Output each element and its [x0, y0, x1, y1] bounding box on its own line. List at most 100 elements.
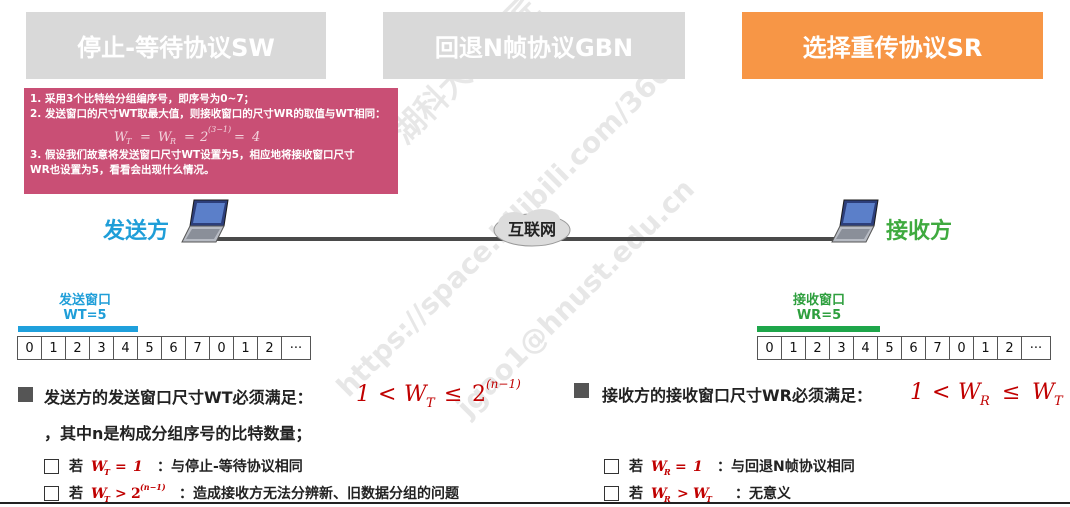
svg-text:W: W: [91, 486, 108, 502]
sequence-cell: 7: [925, 336, 950, 360]
tab-sw[interactable]: 停止-等待协议SW: [26, 12, 326, 79]
sequence-cell: 2: [997, 336, 1022, 360]
svg-text:=: =: [184, 130, 195, 145]
check-suffix: ：造成接收方无法分辨新、旧数据分组的问题: [179, 486, 459, 502]
sender-label: 发送方: [103, 219, 170, 244]
check-suffix: ：与停止-等待协议相同: [157, 459, 303, 475]
svg-text:T: T: [126, 137, 132, 146]
svg-text:=: =: [140, 130, 151, 145]
svg-text:=: =: [115, 459, 127, 475]
sequence-cell: 0: [949, 336, 974, 360]
sequence-cell: 2: [65, 336, 90, 360]
svg-text:W: W: [651, 486, 668, 502]
sequence-cell: 1: [973, 336, 998, 360]
svg-text:W: W: [651, 459, 668, 475]
svg-text:2: 2: [199, 130, 208, 145]
svg-text:>: >: [115, 486, 127, 502]
check-suffix: ：与回退N帧协议相同: [717, 459, 855, 475]
svg-text:(n−1): (n−1): [486, 377, 521, 391]
sequence-cell: 1: [781, 336, 806, 360]
svg-text:≤: ≤: [444, 382, 462, 407]
sequence-cell: 4: [853, 336, 878, 360]
svg-text:T: T: [104, 467, 111, 477]
info-line-2: 2. 发送窗口的尺寸WT取最大值，则接收窗口的尺寸WR的取值与WT相同：: [30, 108, 386, 120]
svg-text:1: 1: [356, 382, 370, 407]
svg-text:W: W: [958, 380, 983, 405]
sequence-cell: 5: [877, 336, 902, 360]
tab-sr[interactable]: 选择重传协议SR: [742, 12, 1043, 79]
receiver-check-2: 若 W R > W T ：无意义: [604, 482, 791, 504]
check-formula-wt-eq-1: W T = 1: [91, 459, 143, 477]
svg-text:>: >: [677, 486, 689, 502]
sequence-cell: 1: [41, 336, 66, 360]
tab-gbn[interactable]: 回退N帧协议GBN: [383, 12, 685, 79]
svg-text:W: W: [158, 130, 173, 145]
info-line-3b: WR也设置为5，看看会出现什么情况。: [30, 164, 215, 176]
svg-text:2: 2: [472, 382, 486, 407]
check-formula-wr-eq-1: W R = 1: [651, 459, 703, 477]
sender-condition-note: ，其中n是构成分组序号的比特数量；: [44, 424, 312, 443]
info-formula: W T = W R = 2 (3−1) = 4: [30, 122, 392, 148]
sender-laptop-icon: [181, 199, 229, 243]
svg-text:1: 1: [910, 380, 924, 405]
checkbox-icon[interactable]: [604, 458, 619, 474]
check-prefix: 若: [629, 459, 643, 475]
sequence-cell: 5: [137, 336, 162, 360]
send-window-title: 发送窗口: [58, 293, 111, 308]
svg-text:<: <: [932, 380, 950, 405]
svg-text:(n−1): (n−1): [140, 482, 166, 492]
check-formula-wr-gt-wt: W R > W T: [651, 486, 713, 504]
svg-text:W: W: [693, 486, 710, 502]
check-prefix: 若: [629, 486, 643, 502]
sequence-cell: 3: [89, 336, 114, 360]
sequence-cell: 7: [185, 336, 210, 360]
svg-text:2: 2: [131, 486, 141, 502]
receiver-check-1: 若 W R = 1 ：与回退N帧协议相同: [604, 455, 855, 477]
svg-text:W: W: [91, 459, 108, 475]
svg-text:R: R: [169, 137, 176, 146]
recv-window-bar: [757, 326, 880, 332]
sequence-cell: 0: [17, 336, 42, 360]
svg-text:T: T: [706, 494, 713, 504]
sequence-cell: 3: [829, 336, 854, 360]
recv-window-size: WR=5: [796, 308, 842, 323]
svg-text:T: T: [1054, 394, 1064, 408]
internet-cloud-icon: [493, 209, 571, 247]
sender-condition-text: 发送方的发送窗口尺寸WT必须满足：: [44, 388, 313, 407]
svg-text:R: R: [979, 394, 990, 408]
svg-text:T: T: [426, 396, 436, 410]
sequence-cell: 0: [209, 336, 234, 360]
svg-text:=: =: [675, 459, 687, 475]
check-prefix: 若: [69, 486, 83, 502]
receiver-bullet-icon: [574, 383, 589, 398]
sender-check-2: 若 W T > 2 (n−1) ：造成接收方无法分辨新、旧数据分组的问题: [44, 482, 459, 504]
svg-text:W: W: [404, 382, 429, 407]
sequence-cell: 0: [757, 336, 782, 360]
info-line-3a: 3. 假设我们故意将发送窗口尺寸WT设置为5，相应地将接收窗口尺寸: [30, 149, 355, 161]
sequence-cell: 6: [161, 336, 186, 360]
sequence-cell: 2: [257, 336, 282, 360]
svg-text:4: 4: [251, 130, 260, 145]
checkbox-icon[interactable]: [44, 485, 59, 501]
sender-check-1: 若 W T = 1 ：与停止-等待协议相同: [44, 455, 303, 477]
sequence-cell: ···: [1021, 336, 1051, 360]
receiver-condition-formula: 1 < W R ≤ W T: [910, 380, 1064, 408]
svg-text:1: 1: [133, 459, 143, 475]
svg-text:<: <: [378, 382, 396, 407]
checkbox-icon[interactable]: [604, 485, 619, 501]
sender-bullet-icon: [18, 387, 33, 402]
sequence-cell: 2: [805, 336, 830, 360]
check-formula-wt-gt: W T > 2 (n−1): [91, 482, 166, 504]
send-window-bar: [18, 326, 138, 332]
sequence-cell: 4: [113, 336, 138, 360]
checkbox-icon[interactable]: [44, 458, 59, 474]
recv-window-title: 接收窗口: [792, 293, 845, 308]
svg-text:W: W: [114, 130, 129, 145]
svg-text:R: R: [663, 494, 671, 504]
internet-label: 互联网: [507, 220, 556, 239]
sender-condition-formula: 1 < W T ≤ 2 (n−1): [356, 377, 521, 410]
sequence-cell: 1: [233, 336, 258, 360]
svg-text:(3−1): (3−1): [208, 125, 231, 134]
